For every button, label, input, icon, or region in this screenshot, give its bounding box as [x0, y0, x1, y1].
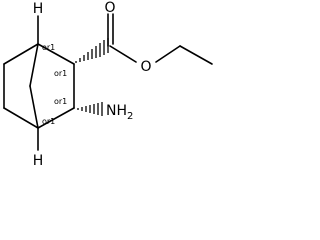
bond-c3-c4	[37, 107, 75, 129]
bond-cleft-bottom-c4	[3, 107, 39, 129]
bond-ch2-ch3	[179, 45, 213, 65]
bond-ester-o-ch2	[155, 45, 181, 63]
amine-label: NH2	[106, 103, 133, 122]
hydrogen-top-label: H	[33, 1, 44, 17]
stereo-label-c3: or1	[54, 97, 67, 106]
hydrogen-bottom-label: H	[33, 153, 44, 169]
stereo-label-c4: or1	[42, 117, 55, 126]
amine-subscript: 2	[127, 111, 133, 122]
bond-carbonyl-ester-o	[109, 45, 137, 63]
carbonyl-oxygen-label: O	[104, 0, 115, 16]
bond-bridge-c7-c4	[29, 85, 39, 129]
bond-bridge-c1-c7	[29, 43, 39, 87]
stereo-label-c1: or1	[42, 43, 55, 52]
molecule-diagram: H H O O NH2 or1 or1 or1 or1	[3, 0, 213, 169]
bond-c1-cleft-top	[3, 43, 39, 65]
amine-main: NH	[106, 103, 127, 119]
stereo-label-c2: or1	[54, 69, 67, 78]
hashed-wedge-amine	[77, 102, 103, 116]
bond-c1-c2	[37, 43, 75, 65]
ester-oxygen-label: O	[140, 59, 151, 75]
hashed-wedge-ester	[75, 38, 109, 63]
ring-bonds	[3, 43, 75, 129]
